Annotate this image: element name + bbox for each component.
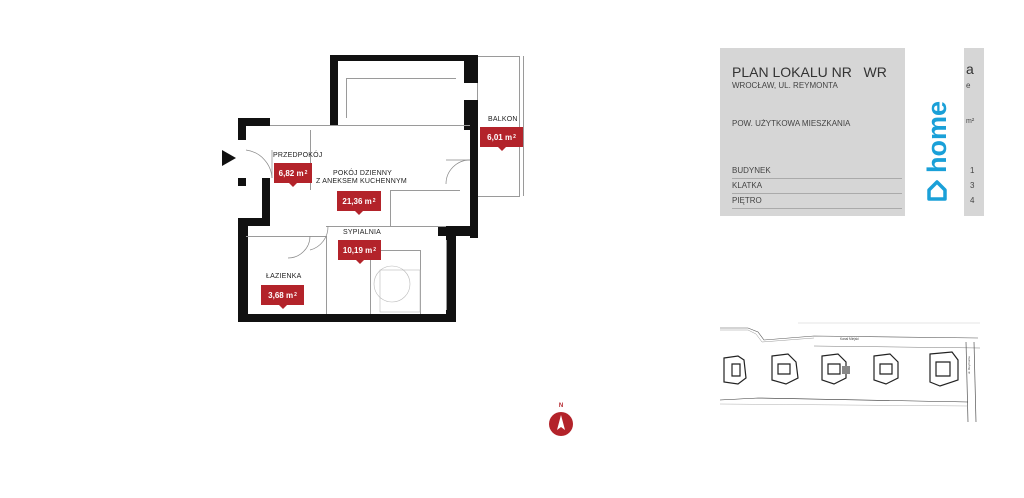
divider — [732, 193, 902, 194]
area-unit: m — [504, 132, 513, 142]
area-unit: m — [285, 290, 294, 300]
north-compass-icon: N — [546, 403, 576, 439]
area-exp: 2 — [373, 247, 377, 253]
site-plan-map: Kanał Miejski ul. Reymonta — [719, 322, 980, 423]
room-label-lazienka: ŁAZIENKA — [266, 273, 302, 280]
area-exp: 2 — [372, 198, 376, 204]
info-panel: PLAN LOKALU NR WR WROCŁAW, UL. REYMONTA … — [720, 48, 905, 216]
address: WROCŁAW, UL. REYMONTA — [732, 81, 838, 90]
divider — [732, 208, 902, 209]
area-value: 21,36 — [342, 196, 363, 206]
area-value: 6,01 — [487, 132, 503, 142]
row-label-klatka: KLATKA — [732, 181, 763, 190]
area-value: 6,82 — [278, 168, 295, 178]
area-exp: 2 — [294, 292, 297, 298]
row-value-pietro: 4 — [970, 196, 975, 205]
room-label-pokoj-dzienny-1: POKÓJ DZIENNY — [333, 170, 392, 177]
area-value: 3,68 — [268, 290, 284, 300]
area-unit: m — [365, 245, 373, 255]
compass-letter: N — [558, 403, 564, 409]
info-panel-strip: a e m² 1 3 4 — [964, 48, 984, 216]
door-swings — [245, 149, 471, 313]
title-strip: a — [966, 61, 974, 77]
plan-title-partial: WR — [863, 64, 887, 80]
area-strip: m² — [966, 118, 975, 125]
divider — [732, 178, 902, 179]
row-value-klatka: 3 — [970, 181, 975, 190]
area-label: POW. UŻYTKOWA MIESZKANIA — [732, 119, 851, 128]
room-label-sypialnia: SYPIALNIA — [343, 229, 381, 236]
room-label-przedpokoj: PRZEDPOKÓJ — [273, 152, 323, 159]
area-value: 10,19 — [342, 245, 363, 255]
area-exp: 2 — [304, 170, 308, 176]
home-logo-text: home — [922, 101, 952, 174]
area-exp: 2 — [513, 134, 516, 140]
canal-label: Kanał Miejski — [840, 337, 859, 341]
address-strip: e — [966, 81, 971, 90]
plan-title-text: PLAN LOKALU NR — [732, 64, 852, 80]
room-label-balkon: BALKON — [488, 116, 518, 123]
area-unit: m — [364, 196, 372, 206]
row-label-pietro: PIĘTRO — [732, 196, 762, 205]
entrance-arrow-icon — [222, 150, 236, 166]
area-unit: m — [296, 168, 304, 178]
plan-title: PLAN LOKALU NR WR — [732, 64, 887, 80]
home-logo: home — [922, 86, 952, 204]
row-label-budynek: BUDYNEK — [732, 166, 771, 175]
house-icon — [927, 180, 947, 201]
floor-plan — [220, 50, 540, 330]
room-label-pokoj-dzienny-2: Z ANEKSEM KUCHENNYM — [316, 178, 407, 185]
street-label: ul. Reymonta — [967, 356, 971, 374]
row-value-budynek: 1 — [970, 166, 975, 175]
